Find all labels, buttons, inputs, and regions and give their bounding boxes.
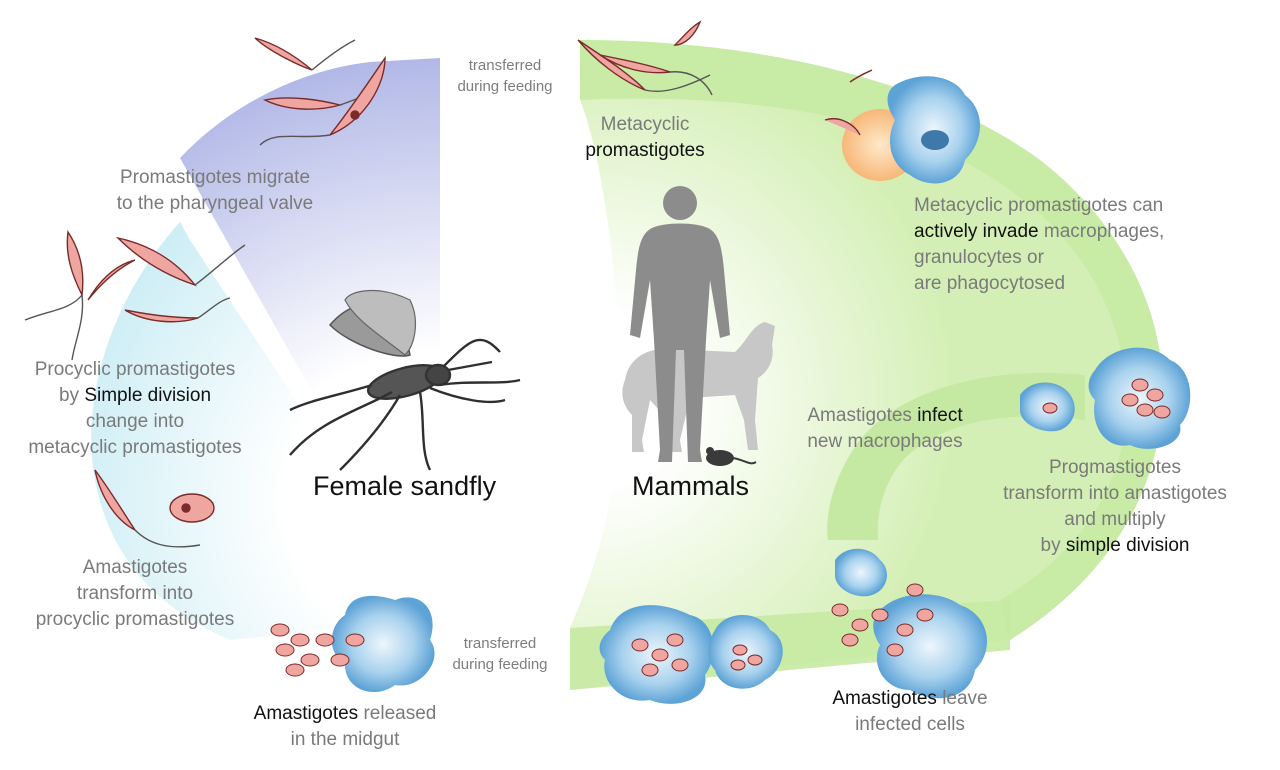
metacyclic-promastigotes bbox=[577, 20, 713, 96]
sandfly-band-upper bbox=[180, 58, 440, 618]
label-metacyclic: Metacyclic promastigotes bbox=[585, 114, 705, 161]
infected-macrophages-bottom bbox=[599, 548, 987, 704]
label-migrate: Promastigotes migrate to the pharyngeal … bbox=[116, 167, 314, 214]
label-transform: Progmastigotes transform into amastigote… bbox=[1003, 457, 1227, 556]
mammal-band-outer-ring bbox=[580, 40, 1163, 640]
invaded-cells bbox=[824, 69, 980, 184]
transfer-label-bottom: transferred during feeding bbox=[452, 635, 548, 673]
macrophage-dividing bbox=[1020, 347, 1191, 449]
promastigotes-top bbox=[254, 37, 386, 146]
label-amastigotes-transform: Amastigotes transform into procyclic pro… bbox=[35, 557, 235, 630]
sandfly-title: Female sandfly bbox=[313, 471, 497, 501]
midgut-amastigotes bbox=[270, 623, 365, 677]
inner-return-arrow bbox=[827, 372, 1085, 540]
label-leave: Amastigotes leave infected cells bbox=[832, 688, 988, 735]
label-released: Amastigotes released in the midgut bbox=[253, 703, 437, 750]
label-invade: Metacyclic promastigotes can actively in… bbox=[914, 195, 1165, 294]
sandfly-illustration bbox=[289, 289, 521, 471]
transfer-label-top: transferred during feeding bbox=[457, 57, 553, 95]
sandfly-band-lower bbox=[91, 222, 440, 640]
mammals-title: Mammals bbox=[632, 471, 750, 501]
label-procyclic: Procyclic promastigotes by Simple divisi… bbox=[28, 359, 242, 458]
mammal-band bbox=[570, 40, 1163, 690]
human-silhouette bbox=[630, 186, 730, 462]
amastigotes-transforming bbox=[94, 469, 215, 548]
midgut-cell bbox=[331, 595, 435, 693]
mouse-silhouette bbox=[706, 447, 757, 466]
label-infect-new: Amastigotes infect new macrophages bbox=[807, 405, 963, 452]
procyclic-promastigotes bbox=[24, 230, 246, 361]
